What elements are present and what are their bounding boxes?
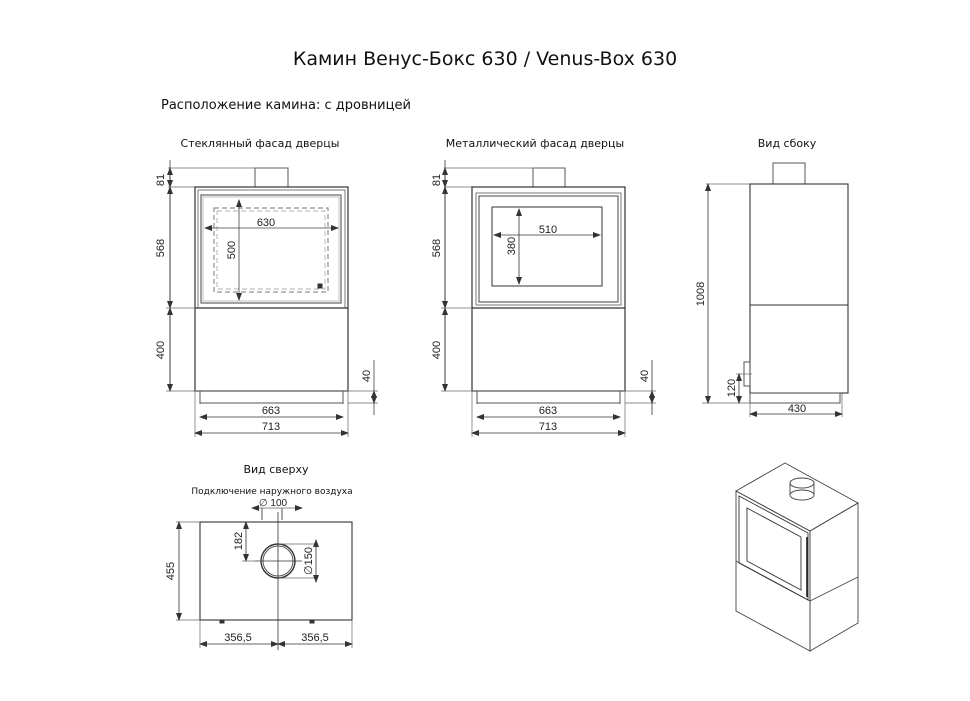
outside-air-label: Подключение наружного воздуха xyxy=(191,487,353,497)
dim-chimney: 81 xyxy=(155,174,167,186)
glass-front-view xyxy=(166,160,378,437)
dim-woodbox-height: 400 xyxy=(155,341,167,359)
metal-dim-chimney: 81 xyxy=(431,174,443,186)
dim-glass-height: 500 xyxy=(226,241,238,259)
metal-dim-window-height: 380 xyxy=(506,237,518,255)
top-dim-flue-diameter: ∅150 xyxy=(303,547,315,575)
metal-front-label: Металлический фасад дверцы xyxy=(445,137,625,150)
side-dim-inlet-height: 120 xyxy=(726,379,738,397)
placement-subtitle: Расположение камина: с дровницей xyxy=(161,98,411,113)
top-dim-depth: 455 xyxy=(165,562,177,580)
top-dim-right-half: 356,5 xyxy=(301,632,329,644)
side-view-label: Вид сбоку xyxy=(757,137,817,150)
dim-base-width: 663 xyxy=(262,405,280,417)
metal-dim-window-width: 510 xyxy=(539,224,557,236)
dim-foot-height: 40 xyxy=(361,370,373,382)
glass-front-label: Стеклянный фасад дверцы xyxy=(180,137,340,150)
top-dim-left-half: 356,5 xyxy=(224,632,252,644)
dim-glass-width: 630 xyxy=(257,217,275,229)
metal-dim-total-width: 713 xyxy=(539,421,557,433)
dim-total-width: 713 xyxy=(262,421,280,433)
top-view-label: Вид сверху xyxy=(243,463,309,476)
side-dim-total-height: 1008 xyxy=(695,282,707,306)
page-title: Камин Венус-Бокс 630 / Venus-Box 630 xyxy=(292,48,678,70)
metal-front-view xyxy=(441,160,656,437)
top-view xyxy=(176,505,353,650)
side-dim-depth: 430 xyxy=(788,403,806,415)
isometric-view xyxy=(735,462,859,652)
top-dim-inlet-diameter: ∅ 100 xyxy=(259,498,288,509)
top-dim-flue-offset: 182 xyxy=(233,532,245,550)
metal-dim-foot-height: 40 xyxy=(639,370,651,382)
dim-firebox-height: 568 xyxy=(155,239,167,257)
metal-dim-base-width: 663 xyxy=(539,405,557,417)
metal-dim-woodbox-height: 400 xyxy=(431,341,443,359)
side-view xyxy=(702,162,849,417)
metal-dim-firebox-height: 568 xyxy=(431,239,443,257)
